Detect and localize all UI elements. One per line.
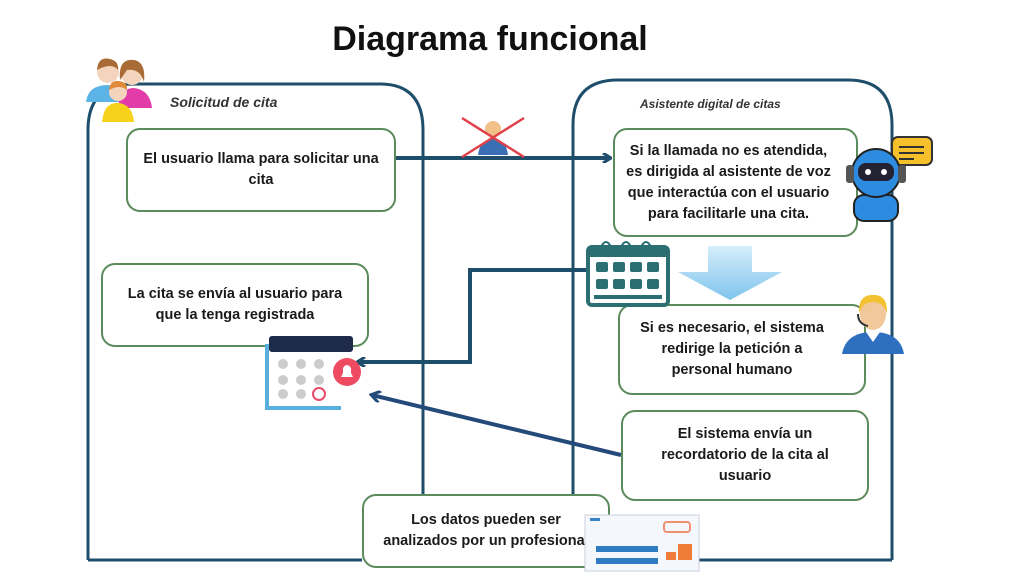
down-arrow xyxy=(678,246,782,300)
box-voice-assistant: Si la llamada no es atendida, es dirigid… xyxy=(613,128,858,237)
box-user-calls: El usuario llama para solicitar una cita xyxy=(126,128,396,212)
box-reminder: El sistema envía un recordatorio de la c… xyxy=(621,410,869,501)
human-operator-icon xyxy=(842,294,904,354)
diagram-title: Diagrama funcional xyxy=(332,20,648,58)
box-data-analysis: Los datos pueden ser analizados por un p… xyxy=(362,494,610,568)
calendar-notification-icon xyxy=(265,336,361,410)
family-icon xyxy=(86,58,152,122)
right-container xyxy=(571,78,894,560)
dashboard-icon xyxy=(584,514,700,572)
arrow-calendar-to-user xyxy=(358,268,590,362)
box-human-redirect: Si es necesario, el sistema redirige la … xyxy=(618,304,866,395)
unavailable-operator-icon xyxy=(461,116,525,159)
calendar-icon xyxy=(586,241,670,307)
arrow-reminder-to-user xyxy=(372,395,622,457)
box-appointment-sent: La cita se envía al usuario para que la … xyxy=(101,263,369,347)
robot-assistant-icon xyxy=(846,136,933,222)
section-label-right: Asistente digital de citas xyxy=(640,97,781,111)
section-label-left: Solicitud de cita xyxy=(170,94,278,110)
